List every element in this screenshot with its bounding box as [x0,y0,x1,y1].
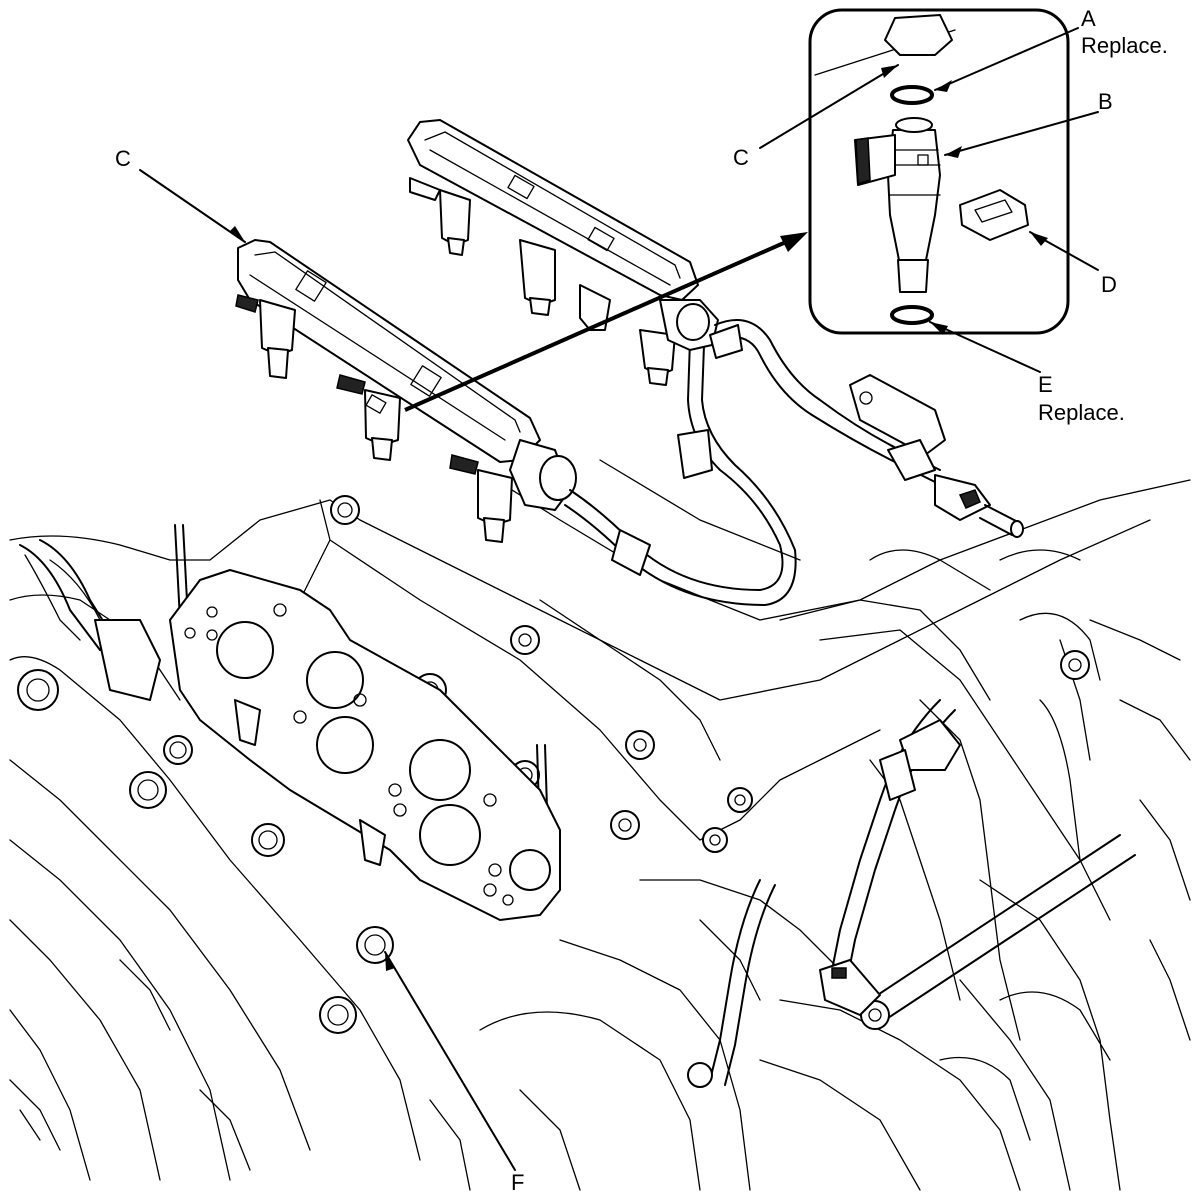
label-c-inset: C [733,145,749,170]
label-d: D [1101,272,1117,297]
label-c-main: C [115,146,131,171]
label-a-note: Replace. [1081,33,1168,58]
fuel-injector-b [854,117,941,293]
o-ring-e [890,305,934,325]
label-e: E [1038,372,1053,397]
fuel-rail-rear [407,119,699,386]
label-e-note: Replace. [1038,400,1125,425]
label-f: F [511,1170,524,1194]
leader-lines [139,27,1099,1171]
callout-labels: A Replace. B C C D E Replace. F [115,6,1168,1194]
o-ring-a [890,85,934,105]
injector-clip-d [959,189,1029,241]
label-a: A [1081,6,1096,31]
engine-block-background [9,459,1191,1191]
injector-detail-inset [808,8,1070,335]
fuel-feed-line [564,299,1024,606]
label-b: B [1098,89,1113,114]
fuel-rail-front [235,239,577,543]
intake-manifold-gasket [169,569,561,921]
